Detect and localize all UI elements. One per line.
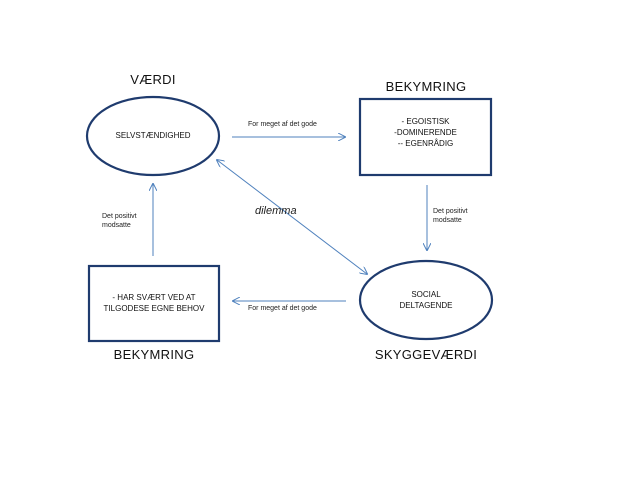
concern-left-line: - HAR SVÆRT VED AT xyxy=(112,293,196,302)
edge-label-top: For meget af det gode xyxy=(248,121,317,128)
edge-label-bottom: For meget af det gode xyxy=(248,305,317,312)
edge-label-right-line: Det positivt xyxy=(433,208,468,215)
arrow-diagonal xyxy=(217,160,367,274)
heading-shadow-value: SKYGGEVÆRDI xyxy=(374,347,478,362)
edge-label-left: Det positivt modsatte xyxy=(102,212,137,230)
value-ellipse xyxy=(85,95,221,177)
concern-left-box xyxy=(87,264,221,343)
concern-right-line: - EGOISTISK xyxy=(401,117,450,126)
value-node-text: SELVSTÆNDIGHED xyxy=(93,130,213,141)
edge-label-dilemma: dilemma xyxy=(255,205,297,217)
heading-concern-left: BEKYMRING xyxy=(113,347,195,362)
concern-right-box xyxy=(358,97,493,177)
concern-left-line: TILGODESE EGNE BEHOV xyxy=(103,304,205,313)
concern-right-node-text: - EGOISTISK -DOMINERENDE -- EGENRÅDIG xyxy=(362,116,489,149)
concern-left-node-text: - HAR SVÆRT VED AT TILGODESE EGNE BEHOV xyxy=(91,292,217,314)
shadow-value-ellipse xyxy=(358,259,494,341)
shadow-value-line: DELTAGENDE xyxy=(399,301,453,310)
edge-label-right-line: modsatte xyxy=(433,217,462,224)
concern-right-line: -- EGENRÅDIG xyxy=(397,139,454,148)
heading-concern-right: BEKYMRING xyxy=(385,79,467,94)
edge-label-right: Det positivt modsatte xyxy=(433,207,468,225)
edge-label-left-line: Det positivt xyxy=(102,213,137,220)
edge-label-left-line: modsatte xyxy=(102,222,131,229)
heading-value: VÆRDI xyxy=(130,72,176,87)
shadow-value-node-text: SOCIAL DELTAGENDE xyxy=(366,289,486,311)
value-line: SELVSTÆNDIGHED xyxy=(115,131,191,140)
concern-right-line: -DOMINERENDE xyxy=(394,128,457,137)
shadow-value-line: SOCIAL xyxy=(411,290,441,299)
